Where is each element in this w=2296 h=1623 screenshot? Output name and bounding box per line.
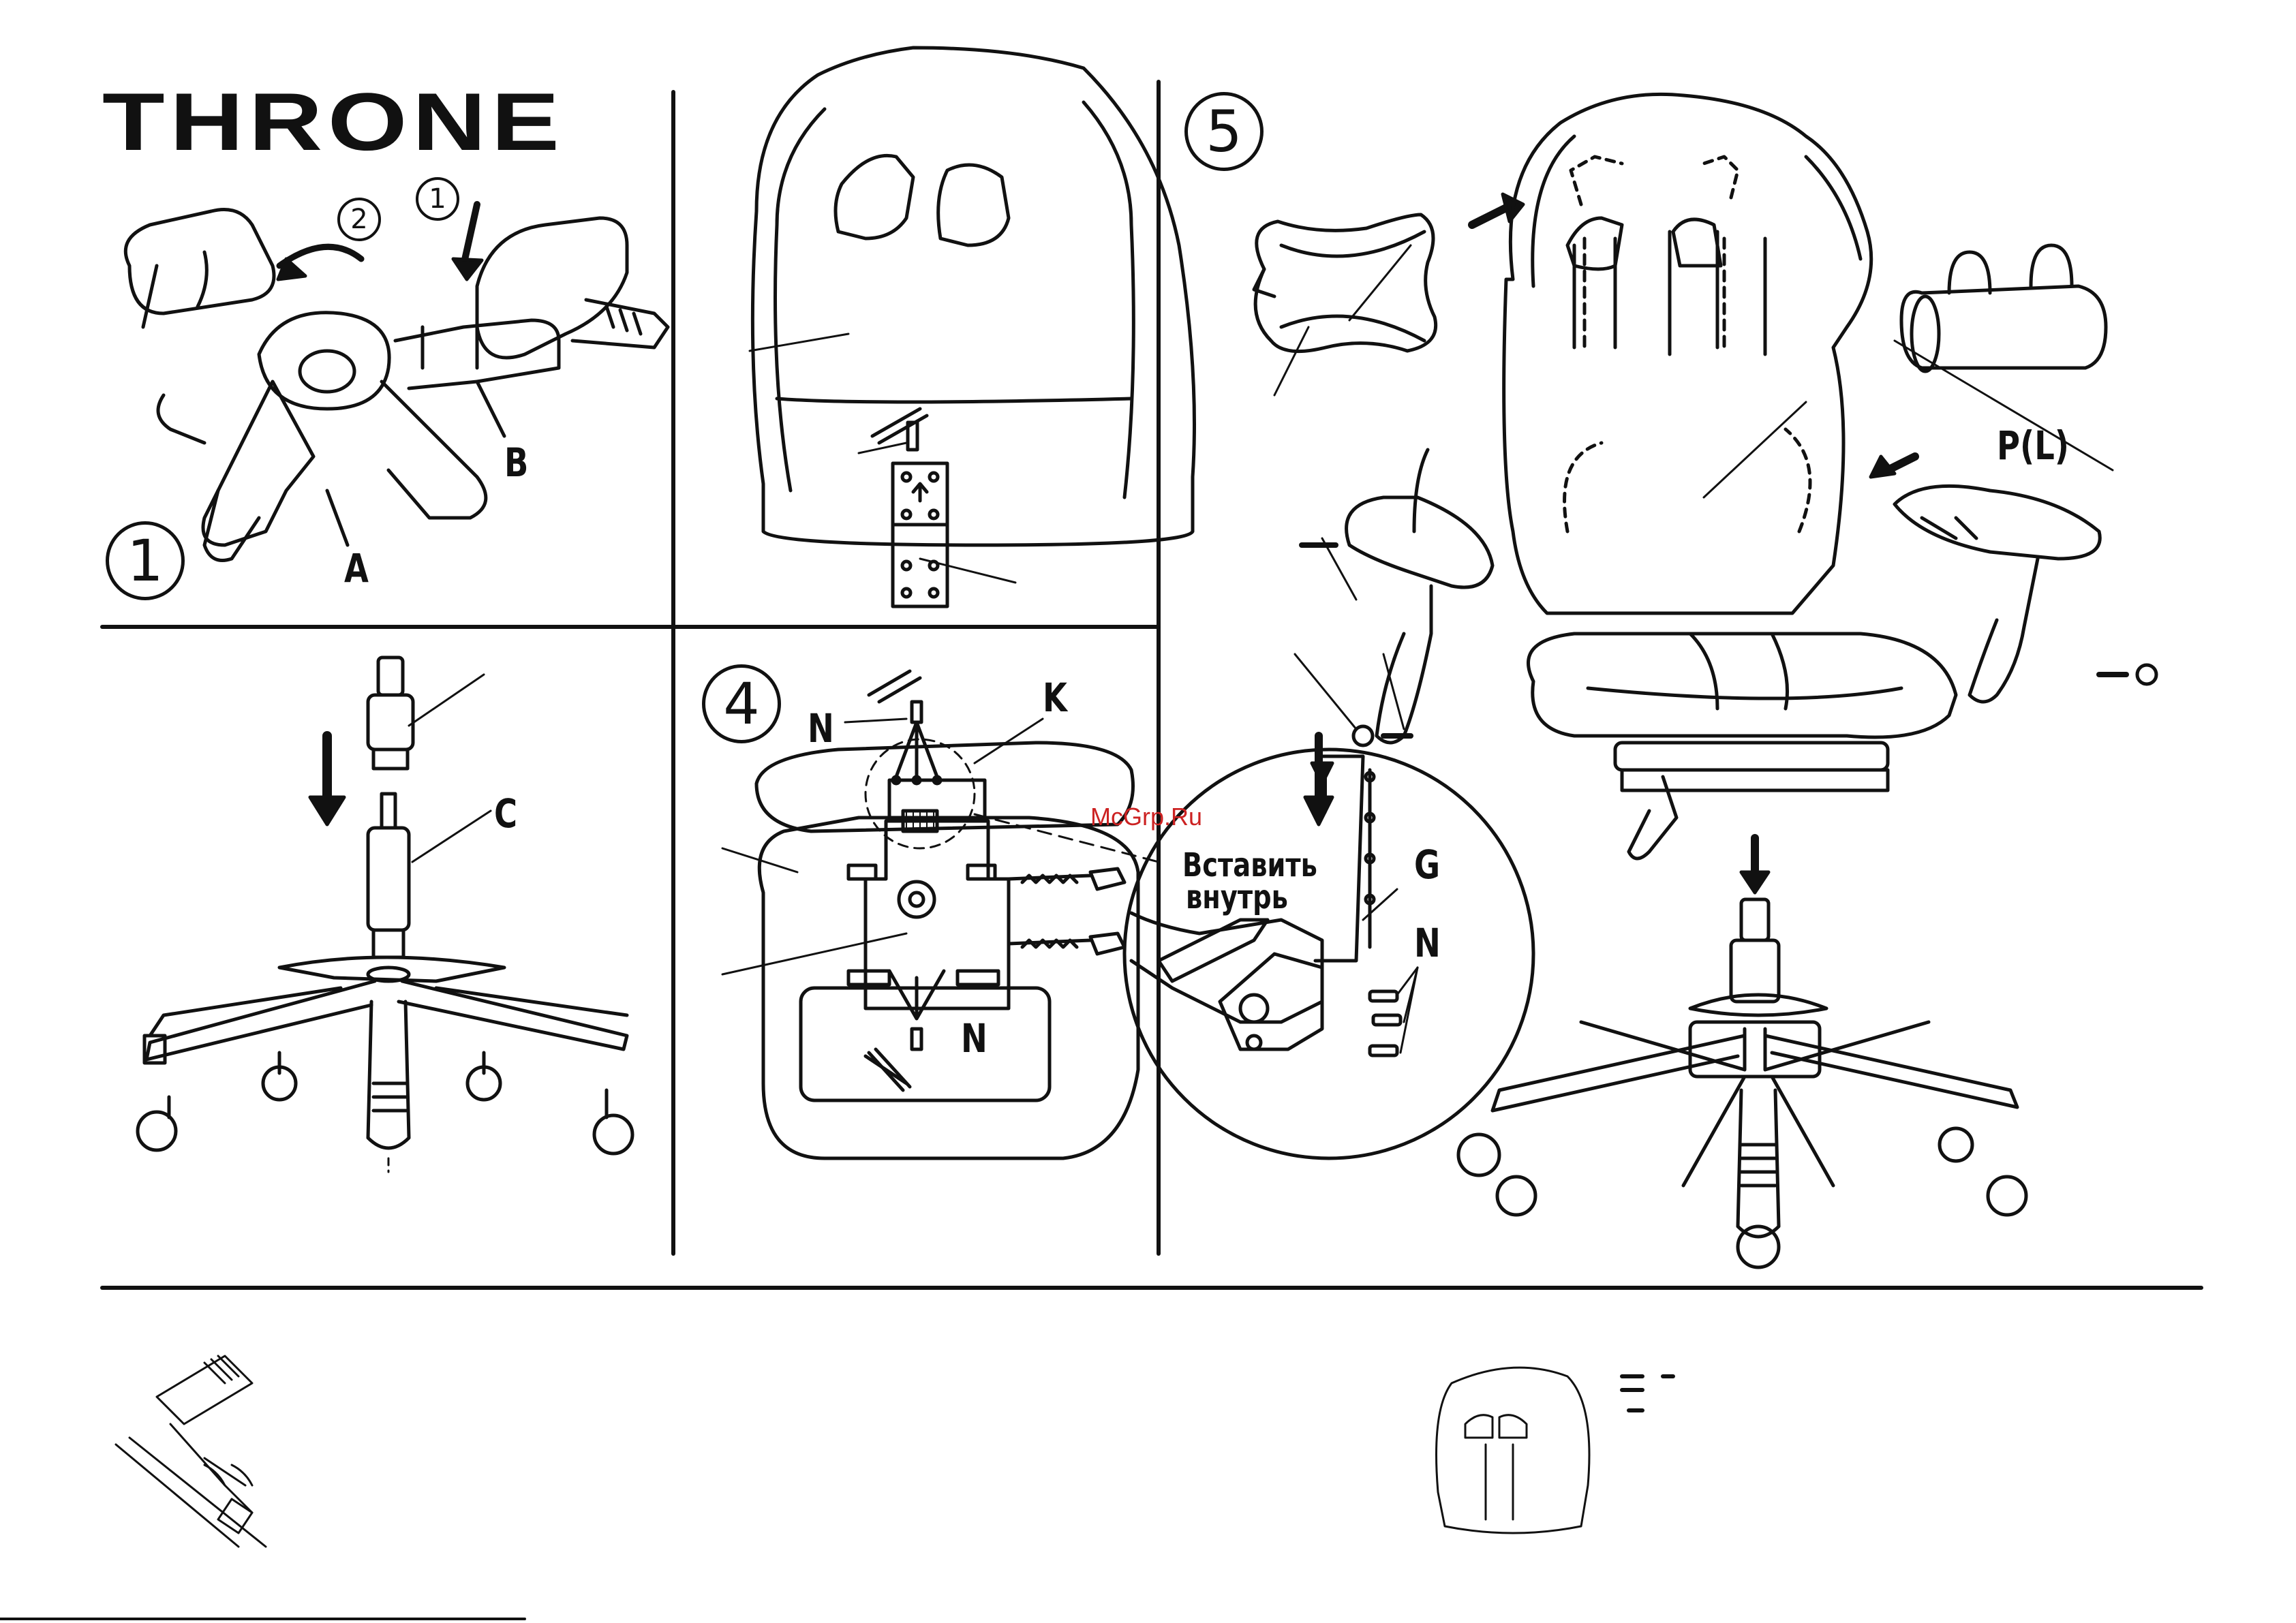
detail-circle	[1124, 736, 1533, 1158]
step3-illustration	[750, 48, 1195, 606]
step-4-badge: 4	[702, 664, 781, 743]
step2-illustration	[138, 658, 632, 1172]
label-a: A	[344, 545, 369, 591]
label-g: G	[1414, 841, 1440, 888]
detail-caption-line1: Вставить	[1182, 848, 1317, 882]
watermark: McGrp.Ru	[1090, 803, 1202, 831]
thumbnail-mechanism	[116, 1356, 266, 1547]
brand-logo: THRONE	[102, 75, 564, 169]
thumbnail-backrest	[1437, 1367, 1674, 1533]
step-1-sub-2-badge: 2	[337, 198, 381, 241]
step4-illustration	[722, 671, 1159, 1158]
label-b: B	[504, 439, 528, 486]
label-p-l: P(L)	[1997, 422, 2069, 469]
label-n-detail: N	[1414, 920, 1441, 966]
label-n-top: N	[808, 705, 834, 752]
step1-illustration	[125, 204, 668, 561]
detail-caption-line2: внутрь	[1186, 880, 1288, 914]
step-5-badge: 5	[1184, 92, 1264, 171]
label-n-bottom: N	[961, 1015, 988, 1062]
step-1-sub-1-badge: 1	[416, 177, 459, 221]
label-c: C	[494, 790, 517, 837]
step-1-badge: 1	[106, 521, 185, 600]
step5-illustration	[1254, 94, 2156, 1267]
label-k: K	[1043, 675, 1067, 721]
